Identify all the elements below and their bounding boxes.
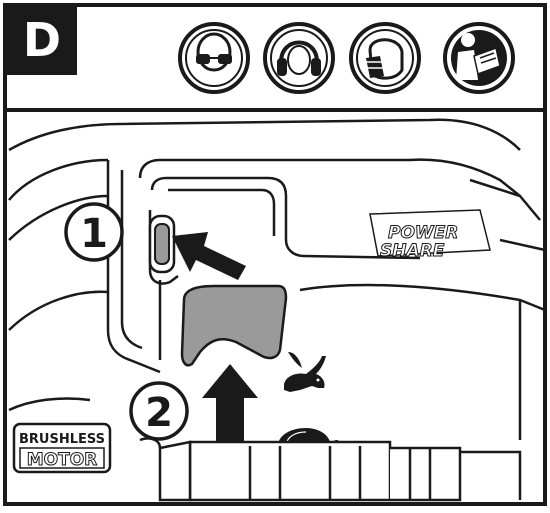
tool-body-outline — [8, 118, 546, 440]
brushless-motor-badge: BRUSHLESS MOTOR — [12, 422, 112, 474]
power-share-logo: POWER SHARE — [369, 209, 491, 262]
step-2-number: 2 — [145, 390, 173, 436]
step-1-number: 1 — [80, 211, 108, 257]
motor-collar — [139, 437, 522, 502]
brushless-line2: MOTOR — [27, 450, 98, 470]
brushless-line1: BRUSHLESS — [19, 432, 105, 447]
pull-up-arrow-icon — [202, 364, 258, 444]
ear-protection-icon — [263, 22, 335, 94]
panel-letter-badge: D — [7, 7, 77, 75]
trigger — [180, 284, 288, 367]
step-1-callout: 1 — [64, 202, 124, 262]
dust-mask-icon — [349, 22, 421, 94]
push-arrow-icon — [172, 232, 246, 280]
eye-protection-icon — [178, 22, 250, 94]
rabbit-icon — [284, 352, 326, 392]
read-manual-icon — [443, 22, 515, 94]
lock-off-button — [148, 214, 176, 274]
panel-letter: D — [23, 13, 61, 67]
power-share-line1: POWER — [388, 223, 458, 243]
power-share-line2: SHARE — [380, 241, 445, 261]
step-2-callout: 2 — [129, 381, 189, 441]
